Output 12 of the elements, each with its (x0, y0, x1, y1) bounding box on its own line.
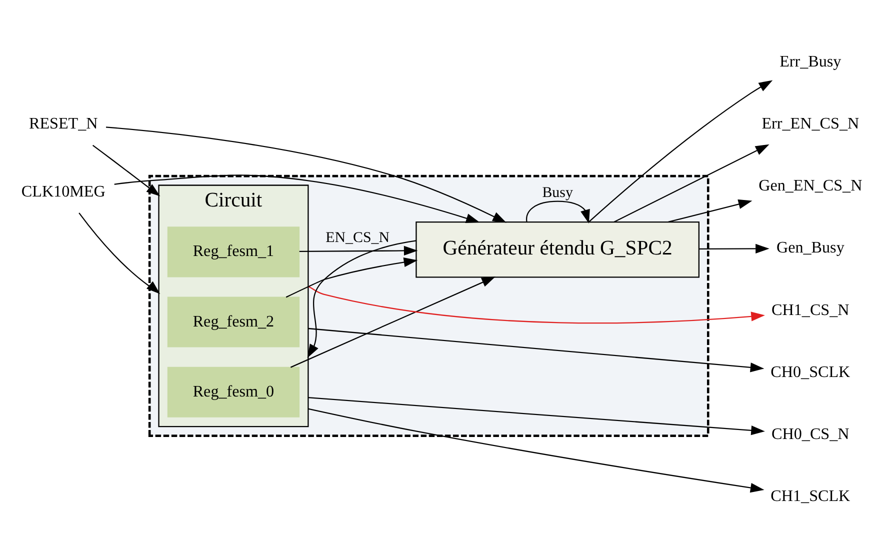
node-text: CH1_SCLK (770, 488, 850, 505)
edge-label: EN_CS_N (326, 230, 390, 246)
node-text: Err_EN_CS_N (762, 116, 860, 133)
node-text: Gen_EN_CS_N (758, 178, 862, 195)
node-text: Gen_Busy (776, 240, 844, 257)
node-text: CH0_CS_N (772, 426, 850, 443)
node-text: CLK10MEG (21, 183, 106, 200)
node-text: RESET_N (28, 116, 98, 133)
edge-label: Busy (542, 185, 573, 202)
node-text: Err_Busy (780, 54, 842, 71)
node-text: CH0_SCLK (770, 364, 850, 381)
node-text: CH1_CS_N (772, 302, 850, 319)
